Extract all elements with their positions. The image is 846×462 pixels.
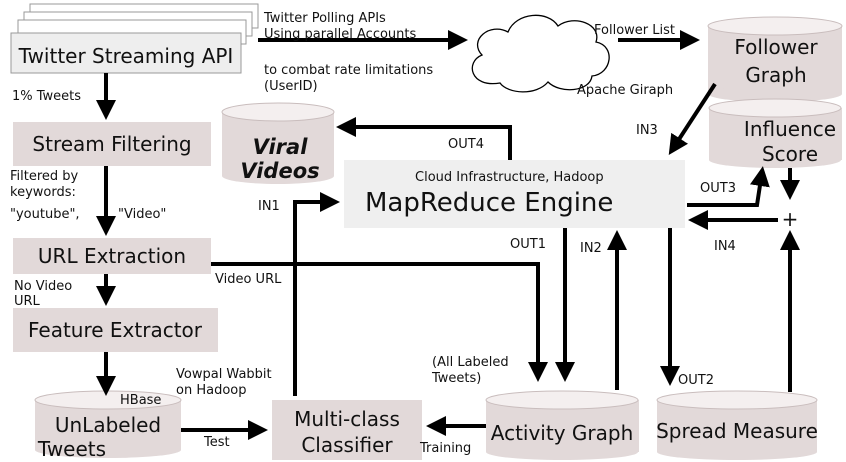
video-url-arrow [211,262,548,382]
influence-score-node: Influence Score [708,98,842,168]
polling-label-line2: Using parallel Accounts [264,27,417,42]
unlabeled-tweets-node: UnLabeled Tweets [34,390,182,461]
in1-label: IN1 [258,199,280,214]
out3-arrow [687,166,770,207]
feature-extractor-label: Feature Extractor [28,318,203,342]
spread-measure-node: Spread Measure [656,390,818,460]
no-video-url-line1: No Video [14,279,72,294]
viral-videos-node: Viral Videos [221,102,335,184]
in1-arrow [293,192,340,396]
feature-extractor-node: Feature Extractor [13,308,218,352]
one-percent-label: 1% Tweets [12,89,81,104]
influence-score-label-line2: Score [762,142,818,166]
test-label: Test [203,435,230,450]
video-url-label: Video URL [215,272,282,287]
vowpal-label-line1: Vowpal Wabbit [176,367,272,382]
follower-list-label: Follower List [594,23,675,38]
url-extraction-node: URL Extraction [13,238,211,274]
out4-label: OUT4 [448,137,484,152]
rate-limit-label-line1: to combat rate limitations [264,63,433,78]
rate-limit-label-line2: (UserID) [264,79,318,94]
training-label: Training [419,441,471,456]
all-labeled-line2: Tweets) [431,371,481,386]
out4-arrow [336,117,512,160]
twitter-streaming-api-label: Twitter Streaming API [18,44,234,68]
in3-arrow [668,82,717,156]
mapreduce-engine-label: MapReduce Engine [365,188,613,218]
activity-graph-node: Activity Graph [485,390,639,460]
classifier-label-line1: Multi-class [294,407,400,431]
viral-videos-label-line1: Viral [253,135,309,159]
filtered-label-line1: Filtered by [10,169,79,184]
in4-label: IN4 [714,239,736,254]
in3-label: IN3 [636,123,658,138]
classifier-label-line2: Classifier [301,433,393,457]
spread-measure-label: Spread Measure [656,419,818,443]
cloud-icon [471,14,610,93]
mapreduce-engine-node: Cloud Infrastructure, Hadoop MapReduce E… [344,160,685,228]
in2-label: IN2 [580,241,602,256]
all-labeled-line1: (All Labeled [432,355,509,370]
out1-label: OUT1 [510,237,546,252]
hbase-label: HBase [120,393,161,408]
multiclass-classifier-node: Multi-class Classifier [272,400,422,460]
follower-graph-label-line1: Follower [734,35,818,59]
url-extraction-label: URL Extraction [38,244,186,268]
stream-filtering-label: Stream Filtering [32,132,191,156]
follower-graph-label-line2: Graph [745,63,806,87]
filtered-label-line2: keywords: [10,185,76,200]
follower-graph-node: Follower Graph [707,16,843,102]
filtered-label-line4: "Video" [118,207,166,222]
vowpal-label-line2: on Hadoop [176,383,246,398]
plus-symbol: + [782,207,799,231]
filtered-label-line3: "youtube", [10,207,80,222]
cloud-infrastructure-label: Cloud Infrastructure, Hadoop [415,170,604,185]
polling-label-line1: Twitter Polling APIs [263,11,386,26]
twitter-streaming-api-node: Twitter Streaming API [10,3,259,74]
out2-label: OUT2 [678,373,714,388]
unlabeled-tweets-label-line2: Tweets [37,437,106,461]
influence-score-label-line1: Influence [744,117,836,141]
apache-giraph-label: Apache Giraph [577,83,673,98]
out3-label: OUT3 [700,181,736,196]
no-video-url-line2: URL [14,294,41,309]
viral-videos-label-line2: Videos [240,159,319,183]
stream-filtering-node: Stream Filtering [13,122,211,166]
activity-graph-label: Activity Graph [491,421,634,445]
unlabeled-tweets-label-line1: UnLabeled [55,413,161,437]
